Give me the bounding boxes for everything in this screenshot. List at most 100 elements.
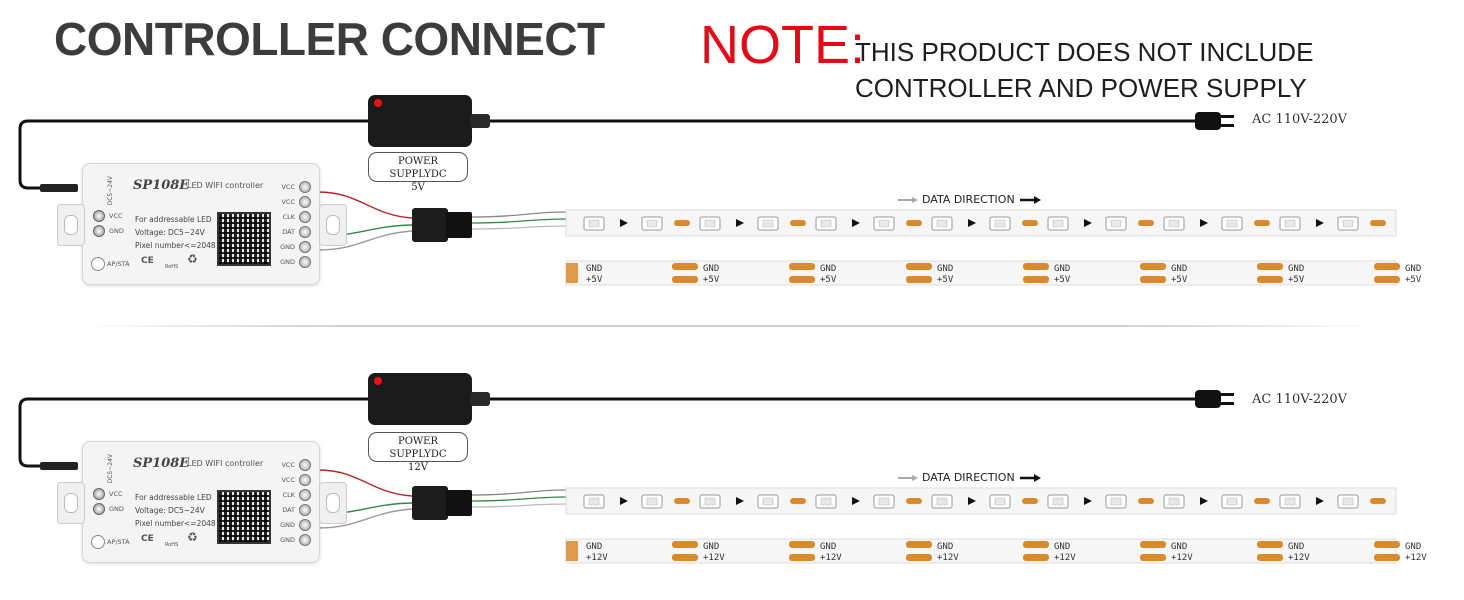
power-adapter-icon <box>368 373 472 425</box>
solder-pad <box>1023 276 1049 283</box>
strip-pad-label-vcc: +12V <box>1171 553 1193 563</box>
solder-pad <box>1023 554 1049 561</box>
note-label: NOTE: <box>700 15 866 75</box>
solder-pad <box>789 263 815 270</box>
terminal-screw-icon <box>299 519 311 531</box>
jst-connector-mate <box>446 490 472 516</box>
solder-pad <box>672 263 698 270</box>
resistor-pad <box>674 220 690 226</box>
section-divider <box>80 325 1380 327</box>
controller-pin-label-1-3: DAT <box>282 228 295 236</box>
resistor-pad <box>1254 220 1270 226</box>
setup-group-1: GND+5VGND+5VGND+5VGND+5VGND+5VGND+5VGND+… <box>18 95 1422 286</box>
controller-spec-2-2: Voltage: DC5~24V <box>135 506 205 515</box>
led-chip-die <box>1168 219 1180 228</box>
data-direction-label-2: DATA DIRECTION <box>922 471 1015 484</box>
led-chip-die <box>762 497 774 506</box>
strip-pad-label-gnd: GND <box>1405 542 1421 552</box>
mounting-hole <box>64 493 78 513</box>
qr-code-icon <box>217 212 271 266</box>
solder-pad <box>906 276 932 283</box>
arrow-right-icon <box>1084 219 1092 227</box>
controller-pin-label-2-4: GND <box>280 521 295 529</box>
led-chip-die <box>588 219 600 228</box>
wire-white <box>317 230 413 251</box>
terminal-screw-icon <box>299 211 311 223</box>
strip-wire <box>471 503 567 508</box>
arrow-right-icon <box>620 219 628 227</box>
arrow-right-icon <box>736 219 744 227</box>
solder-pad <box>1257 263 1283 270</box>
led-strip-front <box>565 209 1397 237</box>
ap-sta-button[interactable] <box>91 257 105 271</box>
controller-model-2: SP108E <box>133 456 190 471</box>
terminal-screw-icon <box>299 489 311 501</box>
jst-connector-mate <box>446 212 472 238</box>
strip-pad-label-gnd: GND <box>820 264 836 274</box>
strip-pad-label-gnd: GND <box>937 542 953 552</box>
controller-rohs-mark-2: RoHS <box>165 542 179 548</box>
arrow-head-black-icon <box>1034 196 1041 204</box>
controller-subtitle-2: LED WIFI controller <box>187 459 264 468</box>
controller-pin-label-1-2: CLK <box>282 213 295 221</box>
power-adapter-icon <box>368 95 472 147</box>
ap-sta-button[interactable] <box>91 535 105 549</box>
solder-pad <box>906 541 932 548</box>
dc-cable <box>18 397 368 468</box>
led-strip-front <box>565 487 1397 515</box>
solder-pad <box>906 263 932 270</box>
controller-pin-label-1-1: VCC <box>281 198 295 206</box>
strip-pad-label-vcc: +12V <box>1054 553 1076 563</box>
terminal-screw-icon <box>299 181 311 193</box>
strip-pad-label-vcc: +12V <box>1288 553 1310 563</box>
strip-pad-label-gnd: GND <box>1288 542 1304 552</box>
solder-pad <box>789 541 815 548</box>
controller-left-gnd-1: GND <box>109 227 124 235</box>
led-chip-die <box>936 497 948 506</box>
terminal-screw-icon <box>299 534 311 546</box>
arrow-right-icon <box>968 497 976 505</box>
ac-plug-prong <box>1220 115 1234 118</box>
controller-pin-label-2-3: DAT <box>282 506 295 514</box>
led-chip-die <box>1110 497 1122 506</box>
strip-pad-label-gnd: GND <box>586 542 602 552</box>
controller-pin-label-2-1: VCC <box>281 476 295 484</box>
controller-spec-3-2: Pixel number<=2048 <box>135 519 216 528</box>
strip-pad-label-vcc: +12V <box>1405 553 1427 563</box>
qr-code-icon <box>217 490 271 544</box>
led-chip-die <box>704 219 716 228</box>
led-chip-die <box>762 219 774 228</box>
controller-dc-label-1: DC5~24V <box>107 176 114 206</box>
led-chip-die <box>936 219 948 228</box>
terminal-screw-icon <box>299 196 311 208</box>
wire-white <box>317 508 413 529</box>
led-chip-die <box>878 219 890 228</box>
led-chip-die <box>588 497 600 506</box>
recycle-icon: ♻ <box>187 252 198 266</box>
controller-pin-label-1-5: GND <box>280 258 295 266</box>
controller-pin-label-1-4: GND <box>280 243 295 251</box>
strip-pad-label-gnd: GND <box>1054 264 1070 274</box>
led-chip-die <box>1226 497 1238 506</box>
led-chip-die <box>646 219 658 228</box>
strip-wire <box>471 489 567 496</box>
led-chip-die <box>878 497 890 506</box>
controller-rohs-mark-1: RoHS <box>165 264 179 270</box>
arrow-right-icon <box>1316 219 1324 227</box>
led-chip-die <box>646 497 658 506</box>
controller-left-vcc-1: VCC <box>109 212 123 220</box>
resistor-pad <box>674 498 690 504</box>
controller-ce-mark-2: CE <box>141 534 154 544</box>
strip-pad-label-vcc: +5V <box>1171 275 1188 285</box>
led-chip-die <box>1226 219 1238 228</box>
controller-pin-label-2-0: VCC <box>281 461 295 469</box>
led-chip-die <box>994 497 1006 506</box>
strip-pad-label-vcc: +5V <box>1054 275 1071 285</box>
controller-left-gnd-2: GND <box>109 505 124 513</box>
adapter-strain-relief <box>470 392 490 406</box>
strip-pad-label-vcc: +12V <box>703 553 725 563</box>
strip-pad-label-gnd: GND <box>1171 542 1187 552</box>
solder-pad <box>672 554 698 561</box>
